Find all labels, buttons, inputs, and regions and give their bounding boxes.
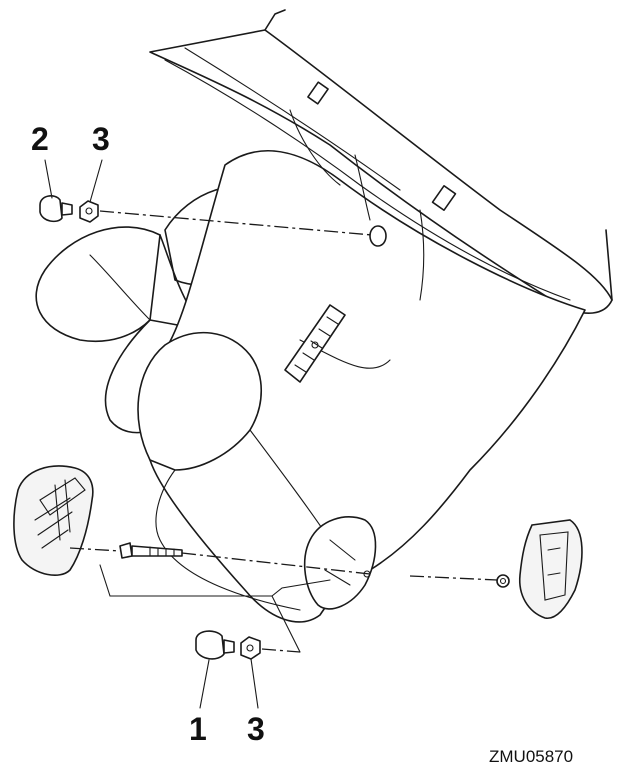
callout-label-3-top: 3 <box>92 121 110 157</box>
callout-label-3-bottom: 3 <box>247 711 265 747</box>
bottom-bolt-part-1 <box>195 630 235 660</box>
left-guard-part <box>13 465 94 576</box>
top-bolt-part-2 <box>39 195 73 223</box>
water-intake-grille <box>284 304 346 383</box>
callout-label-1: 1 <box>189 711 207 747</box>
right-nut <box>496 574 510 588</box>
alignment-lines <box>69 210 498 653</box>
anti-cavitation-plate <box>149 9 613 315</box>
right-bracket-part <box>519 519 583 619</box>
long-bolt <box>119 542 183 559</box>
figure-code: ZMU05870 <box>489 747 573 766</box>
bottom-nut-part-3 <box>240 636 261 660</box>
gear-housing <box>137 109 586 623</box>
callout-leaders <box>44 159 259 709</box>
top-nut-part-3 <box>79 200 99 223</box>
callout-label-2: 2 <box>31 121 49 157</box>
